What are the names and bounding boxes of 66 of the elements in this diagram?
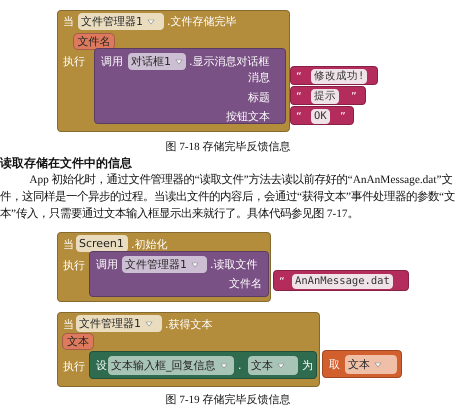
block-label: 标题	[248, 91, 270, 104]
text-string-block	[290, 86, 366, 105]
dropdown-field	[78, 13, 164, 30]
setter-block	[89, 351, 317, 379]
dropdown-value: 文件管理器1	[81, 15, 143, 28]
text-string-block	[290, 106, 354, 125]
dropdown-value: 文件管理器1	[79, 317, 141, 330]
quote-mark: ”	[351, 90, 357, 103]
dropdown-value: 文件管理器1	[125, 258, 187, 271]
block-label: .显示消息对话框	[189, 55, 270, 68]
block-label: 取	[329, 358, 340, 371]
block-label: 消息	[248, 71, 270, 84]
block-label: 执行	[63, 259, 85, 272]
block-label: .	[238, 359, 242, 372]
figure-caption: 图 7-18 存储完毕反馈信息	[164, 140, 292, 154]
text-string-block	[273, 270, 409, 291]
figure-caption: 图 7-19 存储完毕反馈信息	[164, 393, 292, 407]
block-label: 调用	[101, 55, 123, 68]
dropdown-field	[76, 315, 162, 332]
block-label: 当	[63, 238, 74, 251]
block-label: 调用	[96, 258, 118, 271]
section-heading: 读取存储在文件中的信息	[0, 156, 133, 170]
quote-mark: ”	[340, 110, 346, 123]
text-string-block	[290, 66, 378, 85]
quote-mark: “	[279, 275, 285, 288]
event-block	[57, 312, 320, 387]
block-label: 为	[302, 359, 313, 372]
block-label: 执行	[63, 55, 85, 68]
dropdown-field	[76, 235, 128, 252]
parameter-name: 文件名	[78, 35, 110, 48]
parameter-block	[73, 33, 115, 50]
dropdown-value: Screen1	[79, 237, 124, 250]
parameter-block	[62, 333, 94, 350]
quote-mark: “	[296, 110, 302, 123]
block-label: .获得文本	[165, 318, 212, 331]
string-value: 提示	[311, 89, 339, 104]
getter-block	[322, 350, 402, 378]
block-label: 当	[63, 15, 74, 28]
block-label: .初始化	[131, 238, 168, 251]
event-block	[57, 232, 271, 302]
dropdown-field	[108, 356, 234, 375]
dropdown-value: 对话框1	[131, 55, 171, 68]
method-call-block	[89, 251, 269, 297]
block-label: 设	[96, 359, 107, 372]
parameter-name: 文本	[67, 335, 89, 348]
dropdown-field	[345, 355, 397, 374]
block-label: 执行	[63, 360, 85, 373]
block-label: 按钮文本	[226, 110, 270, 123]
method-call-block	[94, 48, 286, 124]
block-label: .读取文件	[210, 258, 258, 271]
dropdown-value: 文本	[251, 359, 273, 372]
dropdown-field	[128, 53, 186, 70]
dropdown-field	[248, 356, 298, 375]
string-value: OK	[311, 109, 330, 124]
quote-mark: “	[296, 70, 302, 83]
block-label: .文件存储完毕	[167, 15, 236, 28]
dropdown-value: 文本	[348, 358, 370, 371]
block-label: 当	[63, 318, 74, 331]
string-value: 修改成功!	[311, 69, 368, 84]
event-block	[57, 10, 290, 132]
quote-mark: “	[296, 90, 302, 103]
block-label: 文件名	[229, 277, 262, 290]
dropdown-value: 文本输入框_回复信息	[111, 359, 216, 372]
paragraph: App 初始化时，通过文件管理器的“读取文件”方法去读以前存好的“AnAnMessage.dat”文件，这同样是一个异步的过程。当读出文件的内容后，会通过“获得文本”事件处理器的参数“文本”传入，只需要通过文本输入框显示出来就行了。具体代码参见图 7-17。	[0, 172, 456, 222]
string-value: AnAnMessage.dat	[292, 274, 393, 289]
dropdown-field	[122, 256, 207, 273]
